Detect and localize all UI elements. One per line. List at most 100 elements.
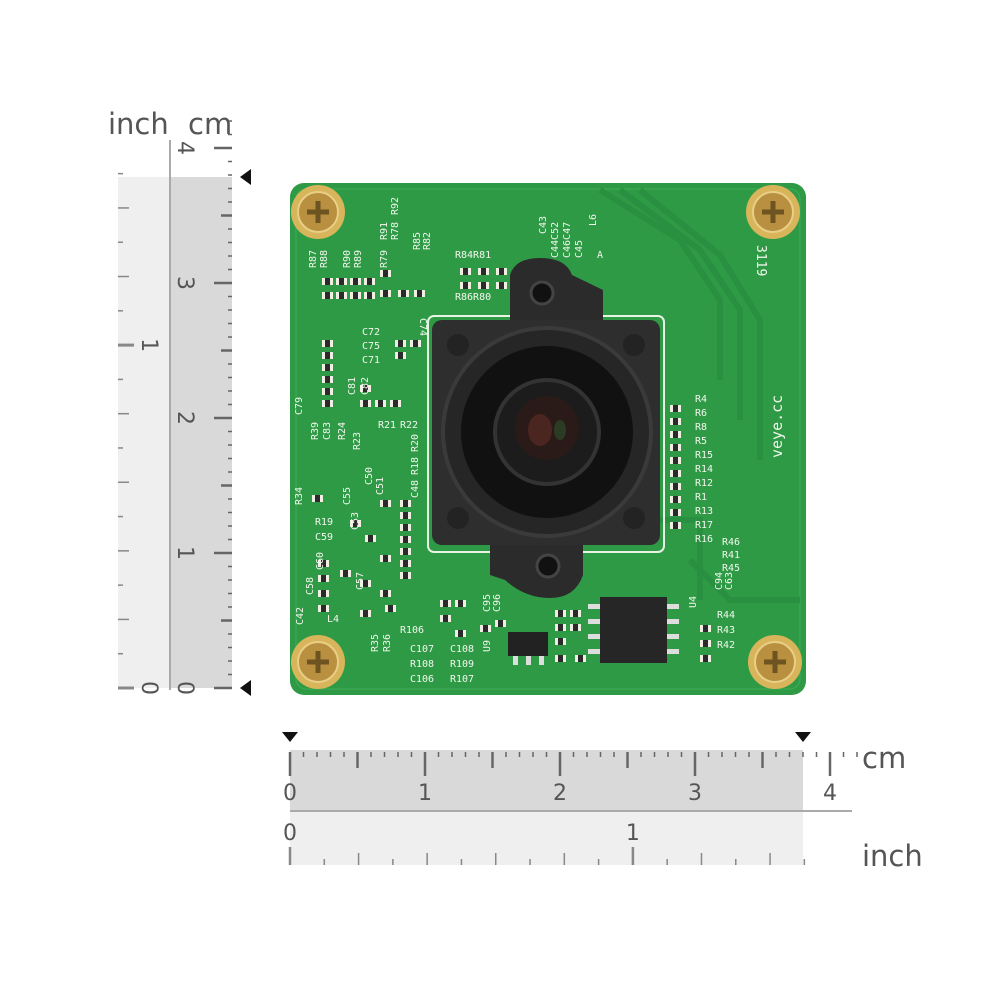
smd-component xyxy=(670,496,681,503)
brand-text: veye.cc xyxy=(768,395,786,458)
vertical-cm-band xyxy=(170,177,232,688)
silkscreen-label: R34 xyxy=(294,487,305,505)
chip-pin xyxy=(667,649,679,654)
smd-component xyxy=(360,610,371,617)
silkscreen-label: C51 xyxy=(375,477,386,495)
smd-component xyxy=(670,470,681,477)
silkscreen-label: U4 xyxy=(688,596,699,608)
smd-component xyxy=(440,600,451,607)
smd-component xyxy=(670,522,681,529)
smd-component xyxy=(400,500,411,507)
silkscreen-label: R82 xyxy=(422,232,433,250)
smd-component xyxy=(364,278,375,285)
regulator-chip xyxy=(508,632,548,656)
smd-component xyxy=(555,624,566,631)
silkscreen-label: C60 xyxy=(315,552,326,570)
smd-component xyxy=(322,278,333,285)
smd-component xyxy=(395,352,406,359)
smd-component xyxy=(700,625,711,632)
smd-component xyxy=(364,292,375,299)
silkscreen-label: R23 xyxy=(352,432,363,450)
horizontal-cm-band xyxy=(290,750,803,811)
smd-component xyxy=(336,292,347,299)
smd-component xyxy=(390,400,401,407)
silkscreen-label: R35 xyxy=(370,634,381,652)
smd-component xyxy=(380,555,391,562)
silkscreen-label: C55 xyxy=(342,487,353,505)
silkscreen-label: C45 xyxy=(574,240,585,258)
smd-component xyxy=(318,560,329,567)
inch-number: 1 xyxy=(136,338,161,352)
silkscreen-label: C106 xyxy=(410,674,434,685)
smd-component xyxy=(570,624,581,631)
smd-component xyxy=(380,500,391,507)
silkscreen-label: R18 xyxy=(410,457,421,475)
silkscreen-label: R91 xyxy=(379,222,390,240)
smd-component xyxy=(400,548,411,555)
smd-component xyxy=(350,292,361,299)
silkscreen-label: R20 xyxy=(410,434,421,452)
lens-mount xyxy=(432,258,660,598)
smd-component xyxy=(700,655,711,662)
smd-component xyxy=(322,376,333,383)
top-marker-arrow xyxy=(240,169,251,185)
silkscreen-label: C82 xyxy=(360,377,371,395)
silkscreen-label: C46C47 xyxy=(562,222,573,258)
smd-component xyxy=(440,615,451,622)
chip-pin xyxy=(539,656,544,665)
smd-component xyxy=(414,290,425,297)
smd-component xyxy=(555,610,566,617)
chip-pin xyxy=(588,634,600,639)
smd-component xyxy=(398,290,409,297)
chip-pin xyxy=(526,656,531,665)
inch-number: 0 xyxy=(283,821,297,846)
silkscreen-label: L6 xyxy=(588,214,599,226)
smd-component xyxy=(400,572,411,579)
cm-number: 0 xyxy=(283,781,297,806)
horizontal-cm-unit-label: cm xyxy=(862,741,906,775)
silkscreen-label: R90 xyxy=(342,250,353,268)
silkscreen-label: R14 xyxy=(695,464,713,475)
silkscreen-label: R43 xyxy=(717,625,735,636)
silkscreen-label: R22 xyxy=(400,420,418,431)
silkscreen-label: A xyxy=(597,250,603,261)
silkscreen-label: C59 xyxy=(315,532,333,543)
silkscreen-label: R86R80 xyxy=(455,292,491,303)
silkscreen-label: R85 xyxy=(412,232,423,250)
silkscreen-label: R13 xyxy=(695,506,713,517)
smd-component xyxy=(700,640,711,647)
silkscreen-label: R45 xyxy=(722,563,740,574)
silkscreen-label: R4 xyxy=(695,394,707,405)
silkscreen-label: R92 xyxy=(390,197,401,215)
cm-number: 2 xyxy=(553,781,567,806)
silkscreen-label: C44C52 xyxy=(550,222,561,258)
silkscreen-label: C48 xyxy=(410,480,421,498)
inch-number: 0 xyxy=(136,681,161,695)
cm-number: 1 xyxy=(172,546,197,560)
smd-component xyxy=(322,388,333,395)
silkscreen-label: C72 xyxy=(362,327,380,338)
smd-component xyxy=(322,340,333,347)
smd-component xyxy=(478,282,489,289)
chip-pin xyxy=(588,604,600,609)
silkscreen-label: U9 xyxy=(482,640,493,652)
smd-component xyxy=(312,495,323,502)
silkscreen-label: R78 xyxy=(390,222,401,240)
vertical-inch-unit-label: inch xyxy=(108,107,169,141)
silkscreen-label: C96 xyxy=(492,594,503,612)
smd-component xyxy=(360,400,371,407)
cm-number: 0 xyxy=(172,681,197,695)
silkscreen-label: C43 xyxy=(538,216,549,234)
silkscreen-label: R41 xyxy=(722,550,740,561)
smd-component xyxy=(575,655,586,662)
smd-component xyxy=(480,625,491,632)
silkscreen-label: R84R81 xyxy=(455,250,491,261)
chip-pin xyxy=(588,619,600,624)
smd-component xyxy=(400,560,411,567)
smd-component xyxy=(360,580,371,587)
smd-component xyxy=(380,270,391,277)
silkscreen-label: C83 xyxy=(322,422,333,440)
silkscreen-label: C107 xyxy=(410,644,434,655)
vertical-inch-band xyxy=(118,177,170,688)
